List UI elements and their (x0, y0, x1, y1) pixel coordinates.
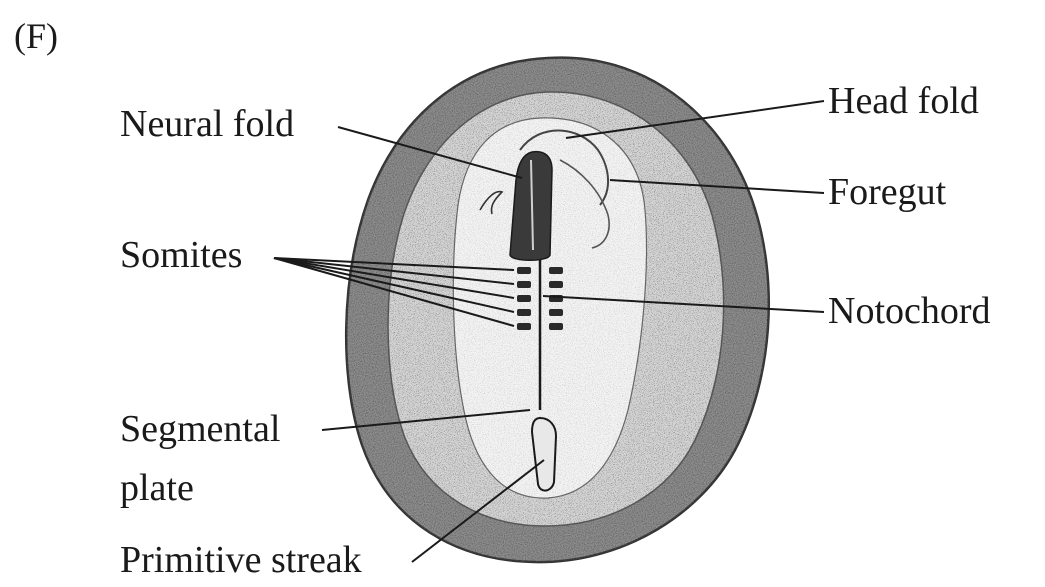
label-segmental-plate-line1: Segmental (120, 407, 280, 451)
label-head-fold: Head fold (828, 79, 979, 123)
label-somites: Somites (120, 233, 242, 277)
label-segmental-plate-line2: plate (120, 466, 194, 510)
label-notochord: Notochord (828, 289, 991, 333)
label-foregut: Foregut (828, 170, 946, 214)
label-neural-fold: Neural fold (120, 102, 294, 146)
panel-letter: (F) (14, 14, 58, 58)
label-primitive-streak: Primitive streak (120, 538, 362, 582)
